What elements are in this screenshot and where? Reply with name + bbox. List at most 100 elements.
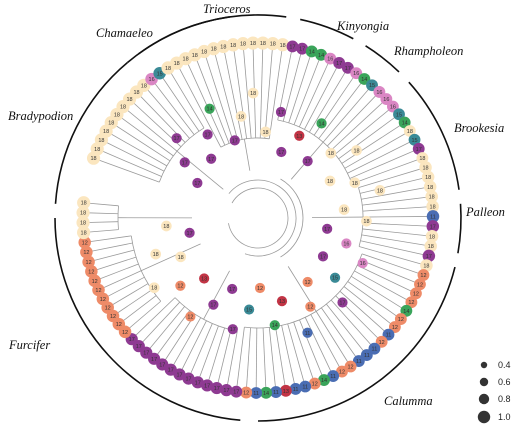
legend-circle-0-8 — [478, 393, 490, 405]
internal-node-state: 18 — [151, 286, 157, 292]
tip-branch — [282, 48, 303, 122]
internal-node-state: 13 — [296, 134, 302, 140]
tip-node-state: 12 — [379, 340, 385, 346]
tip-node — [80, 245, 93, 259]
tip-branch — [321, 307, 360, 362]
tip-node-state: 16 — [149, 77, 155, 83]
tip-branch — [222, 46, 243, 140]
clade-label-trioceros: Trioceros — [203, 2, 251, 16]
tip-node-state: 18 — [108, 121, 114, 127]
tip-node — [408, 133, 421, 146]
tip-node-state: 12 — [417, 282, 423, 288]
tip-branch — [287, 323, 306, 387]
tip-node — [270, 386, 282, 398]
tip-branch — [293, 54, 322, 125]
internal-node — [206, 153, 217, 164]
tip-node-state: 18 — [270, 42, 276, 48]
tip-node — [426, 200, 439, 213]
tip-node-state: 17 — [289, 44, 295, 50]
internal-node — [150, 248, 162, 260]
tip-branch — [226, 331, 238, 391]
tip-node-state: 12 — [82, 240, 88, 246]
tip-node-state: 12 — [420, 273, 426, 279]
tip-node-state: 18 — [407, 129, 413, 135]
internal-node-state: 18 — [327, 179, 333, 185]
tip-branch — [86, 242, 133, 253]
tip-node — [333, 57, 346, 69]
backbone-branch — [280, 178, 304, 258]
tip-branch — [145, 306, 185, 353]
tip-node — [315, 48, 328, 61]
tip-branch — [351, 275, 407, 312]
internal-node — [269, 320, 280, 331]
tip-node-state: 12 — [243, 391, 249, 397]
tip-branch — [232, 44, 248, 139]
tip-node-state: 16 — [383, 97, 389, 103]
tip-node — [422, 249, 436, 263]
tip-node-state: 18 — [240, 42, 246, 48]
tip-node — [417, 269, 430, 281]
internal-node — [317, 251, 329, 262]
internal-node — [179, 157, 190, 168]
tip-node — [76, 216, 90, 230]
internal-node — [338, 204, 350, 215]
tip-node-state: 18 — [430, 204, 436, 210]
tip-branch — [359, 259, 421, 285]
tip-node-state: 14 — [263, 391, 269, 397]
internal-node-state: 17 — [194, 181, 200, 187]
tip-node-state: 17 — [345, 66, 351, 72]
tip-node-state: 17 — [204, 383, 210, 389]
tip-branch — [122, 106, 178, 152]
internal-node-state: 18 — [328, 151, 334, 157]
tip-branch — [97, 148, 162, 177]
tip-node-state: 12 — [339, 370, 345, 376]
internal-node — [351, 145, 362, 156]
tip-node-state: 12 — [86, 260, 92, 266]
tip-branch — [111, 122, 171, 162]
clade-label-chamaeleo: Chamaeleo — [96, 26, 153, 40]
tip-branch — [116, 114, 174, 157]
tip-node-state: 18 — [427, 185, 433, 191]
tip-node-state: 18 — [98, 138, 104, 144]
tip-node-state: 17 — [299, 47, 305, 53]
internal-node — [260, 126, 271, 138]
internal-node-state: 17 — [182, 160, 188, 166]
internal-node — [202, 129, 213, 140]
tip-branch — [112, 289, 153, 317]
tip-branch — [344, 130, 411, 169]
tip-node — [77, 196, 91, 210]
tip-branch — [358, 246, 427, 266]
internal-node — [227, 324, 238, 335]
tip-branch — [351, 157, 423, 185]
tip-node-state: 18 — [80, 211, 86, 217]
internal-node-state: 14 — [319, 121, 325, 127]
internal-node — [276, 146, 287, 158]
tip-node-state: 18 — [422, 165, 428, 171]
arc-calumma — [257, 266, 456, 422]
tip-branch — [309, 67, 349, 133]
internal-node — [204, 103, 215, 114]
tip-node-state: 16 — [376, 90, 382, 96]
tip-branch — [98, 270, 142, 291]
internal-node — [329, 272, 341, 283]
tip-node-state: 18 — [280, 43, 286, 49]
tip-branch — [88, 249, 135, 263]
tip-node-state: 12 — [116, 322, 122, 328]
internal-node — [208, 299, 219, 310]
internal-node-state: 18 — [363, 219, 369, 225]
internal-node-state: 18 — [153, 252, 159, 258]
tip-node-state: 12 — [110, 314, 116, 320]
tip-node — [305, 45, 318, 58]
tip-node-state: 11 — [372, 347, 378, 353]
internal-node-state: 18 — [352, 181, 358, 187]
tip-node-state: 17 — [159, 363, 165, 369]
tip-node-state: 17 — [223, 388, 229, 394]
tip-node-state: 15 — [157, 71, 163, 77]
tip-node — [85, 265, 98, 278]
tip-node — [403, 125, 416, 137]
tip-node-state: 12 — [95, 288, 101, 294]
tip-node-state: 16 — [353, 71, 359, 77]
internal-node-state: 18 — [353, 148, 359, 154]
internal-node-state: 17 — [229, 287, 235, 293]
